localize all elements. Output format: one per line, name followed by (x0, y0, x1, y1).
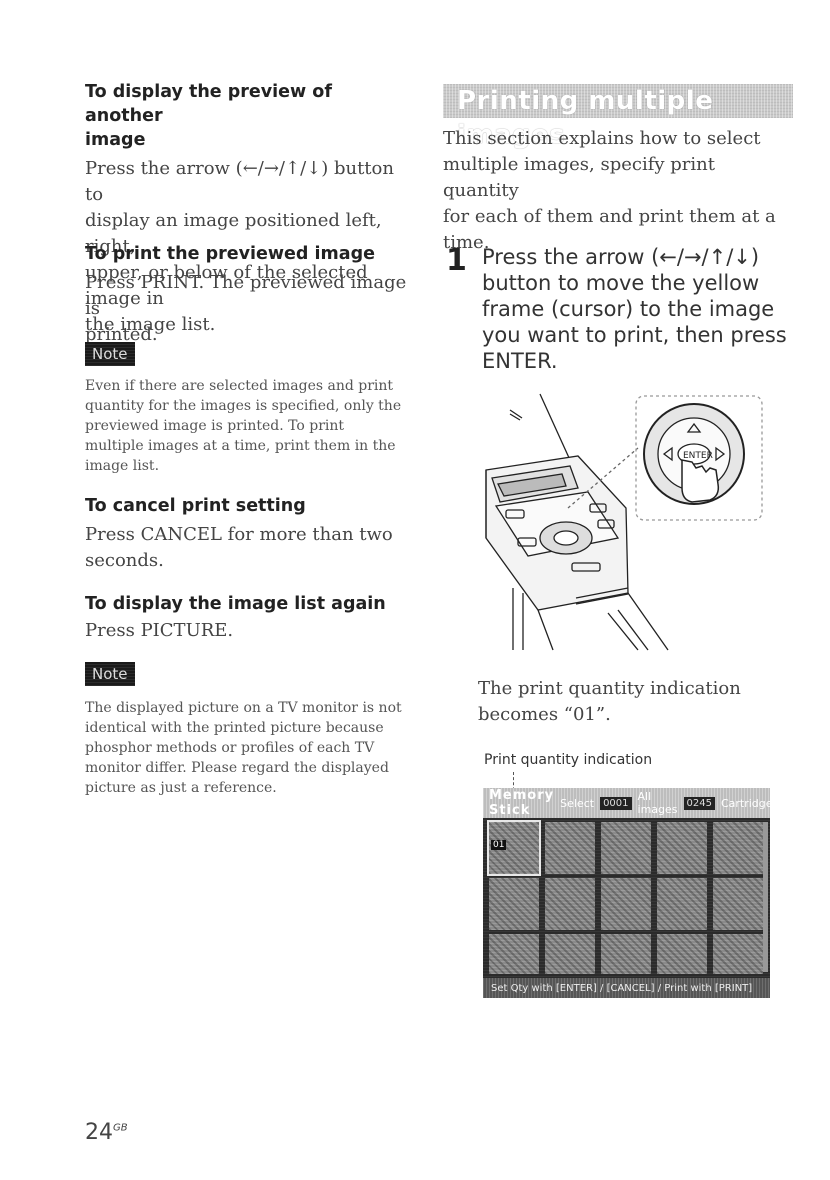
screen-title: Memory Stick (489, 788, 555, 818)
result-text: The print quantity indication becomes “0… (478, 678, 741, 725)
thumbnail (489, 934, 539, 974)
thumbnail (489, 878, 539, 930)
step-1-text: Press the arrow (←/→/↑/↓) button to move… (482, 245, 787, 373)
body-print-previewed: Press PRINT. The previewed image is prin… (85, 272, 407, 345)
thumbnail (713, 934, 763, 974)
thumbnail (657, 934, 707, 974)
section-preview-another: To display the preview of another image … (85, 80, 415, 338)
screen-footer: Set Qty with [ENTER] / [CANCEL] / Print … (483, 978, 770, 998)
heading-cancel-print: To cancel print setting (85, 496, 306, 516)
thumbnail-grid: 01 (483, 818, 770, 978)
select-label: Select (560, 796, 595, 810)
thumbnail (713, 878, 763, 930)
thumbnail (713, 822, 763, 874)
heading-image-list-again: To display the image list again (85, 594, 386, 614)
body-cancel-print: Press CANCEL for more than two seconds. (85, 524, 393, 571)
intro-paragraph: This section explains how to select mult… (443, 128, 776, 253)
thumbnail (545, 934, 595, 974)
heading-print-previewed: To print the previewed image (85, 244, 375, 264)
section-cancel-print: To cancel print setting Press CANCEL for… (85, 494, 415, 574)
heading-preview-another: To display the preview of another image (85, 82, 332, 150)
body-preview-another: Press the arrow (←/→/↑/↓) button to disp… (85, 158, 394, 335)
thumbnail (601, 878, 651, 930)
note-label: Note (85, 342, 135, 366)
thumbnail (601, 934, 651, 974)
print-quantity-caption: Print quantity indication (484, 752, 653, 768)
thumbnail (601, 822, 651, 874)
printer-illustration: ENTER (478, 388, 778, 653)
enter-label: ENTER (683, 451, 713, 461)
note-badge-1: Note (85, 342, 135, 366)
note-body-1: Even if there are selected images and pr… (85, 378, 402, 474)
image-list-screen: Memory Stick Select 0001 All images 0245… (483, 788, 773, 998)
thumbnail (545, 878, 595, 930)
section-image-list-again: To display the image list again Press PI… (85, 592, 415, 644)
body-image-list-again: Press PICTURE. (85, 620, 234, 641)
all-images-label: All images (637, 790, 678, 816)
step-number: 1 (446, 243, 467, 278)
select-count: 0001 (600, 796, 632, 810)
screen-header: Memory Stick Select 0001 All images 0245… (483, 788, 773, 818)
thumbnail (657, 822, 707, 874)
cartridge-label: Cartridge (720, 796, 773, 810)
note-label: Note (85, 662, 135, 686)
printer-drawing: ENTER (485, 393, 763, 651)
page-number: 24GB (85, 1120, 128, 1145)
quantity-badge: 01 (491, 840, 507, 850)
note-badge-2: Note (85, 662, 135, 686)
note-body-2: The displayed picture on a TV monitor is… (85, 700, 402, 796)
thumbnail (657, 878, 707, 930)
thumbnail-selected: 01 (487, 820, 541, 876)
screen-scrollbar (763, 822, 768, 972)
section-print-previewed: To print the previewed image Press PRINT… (85, 242, 415, 348)
thumbnail (545, 822, 595, 874)
section-banner-printing-multiple: Printing multiple images (443, 84, 793, 150)
all-images-count: 0245 (683, 796, 715, 810)
